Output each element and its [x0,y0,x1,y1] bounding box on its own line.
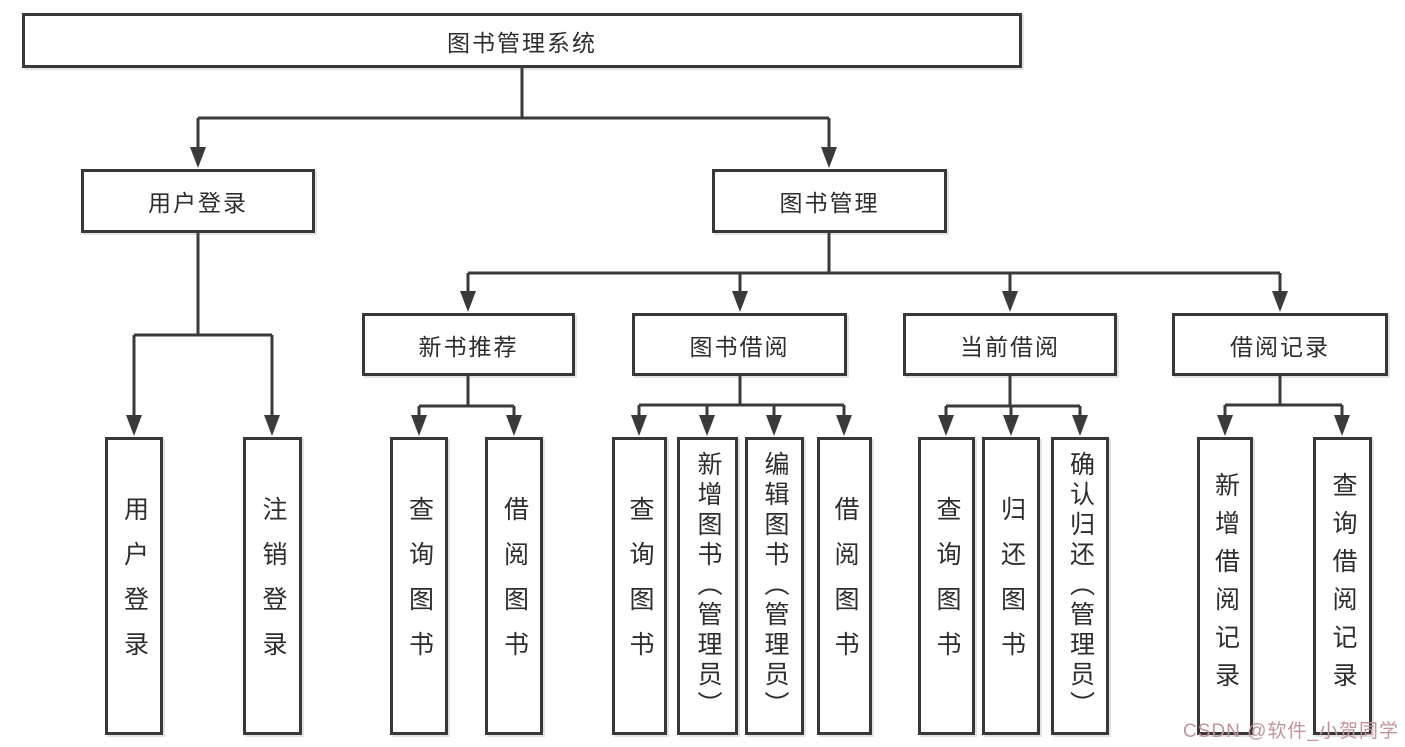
node-book-borrow-label: 图书借阅 [689,333,790,360]
leaf-borrow-books-label: 借阅图书 [831,496,859,676]
leaf-query-books-borrow: 查询图书 [612,437,667,735]
node-user-login: 用户登录 [81,169,315,233]
node-user-login-label: 用户登录 [148,190,248,216]
leaf-confirm-return-admin-label: 确认归还（管理员） [1066,451,1095,721]
node-current-borrow-label: 当前借阅 [960,333,1060,360]
connectors-current-borrow [938,376,1088,436]
leaf-logout-label: 注销登录 [259,496,287,676]
leaf-query-books-current-label: 查询图书 [933,496,961,676]
leaf-return-books-label: 归还图书 [997,496,1026,676]
node-new-book-recommend-label: 新书推荐 [418,333,519,360]
connectors-root [190,68,837,168]
node-current-borrow: 当前借阅 [903,313,1117,376]
leaf-confirm-return-admin: 确认归还（管理员） [1051,437,1109,735]
leaf-borrow-books-newrec: 借阅图书 [485,437,543,735]
node-book-borrow: 图书借阅 [632,313,847,376]
leaf-query-books-newrec: 查询图书 [390,437,448,735]
leaf-add-book-admin: 新增图书（管理员） [677,437,738,735]
leaf-edit-book-admin: 编辑图书（管理员） [745,437,804,735]
connectors-borrow-records [1217,376,1350,436]
leaf-query-books-borrow-label: 查询图书 [626,496,654,676]
leaf-return-books: 归还图书 [982,437,1040,735]
watermark: CSDN @软件_小贺同学 [1183,721,1399,742]
connectors-book-borrow [631,376,852,436]
leaf-add-book-admin-label: 新增图书（管理员） [694,451,722,721]
leaf-borrow-books: 借阅图书 [817,437,872,735]
node-borrow-records-label: 借阅记录 [1230,333,1330,360]
leaf-add-borrow-record: 新增借阅记录 [1197,437,1253,735]
node-root: 图书管理系统 [22,13,1022,68]
leaf-query-borrow-record: 查询借阅记录 [1313,437,1372,735]
leaf-user-login: 用户登录 [105,437,163,735]
connectors-new-book [411,376,522,436]
node-borrow-records: 借阅记录 [1172,313,1388,376]
leaf-query-books-current: 查询图书 [918,437,975,735]
leaf-borrow-books-newrec-label: 借阅图书 [500,496,529,676]
leaf-edit-book-admin-label: 编辑图书（管理员） [761,451,789,721]
leaf-query-borrow-record-label: 查询借阅记录 [1329,472,1357,700]
leaf-add-borrow-record-label: 新增借阅记录 [1211,472,1240,700]
leaf-query-books-newrec-label: 查询图书 [405,496,434,676]
node-book-management-label: 图书管理 [779,190,880,216]
node-new-book-recommend: 新书推荐 [362,313,575,376]
connectors-user-login [126,233,280,436]
node-book-management: 图书管理 [712,169,947,233]
node-root-label: 图书管理系统 [447,29,597,56]
leaf-user-login-label: 用户登录 [120,496,149,676]
connectors-book-management [460,233,1288,312]
leaf-logout: 注销登录 [243,437,302,735]
